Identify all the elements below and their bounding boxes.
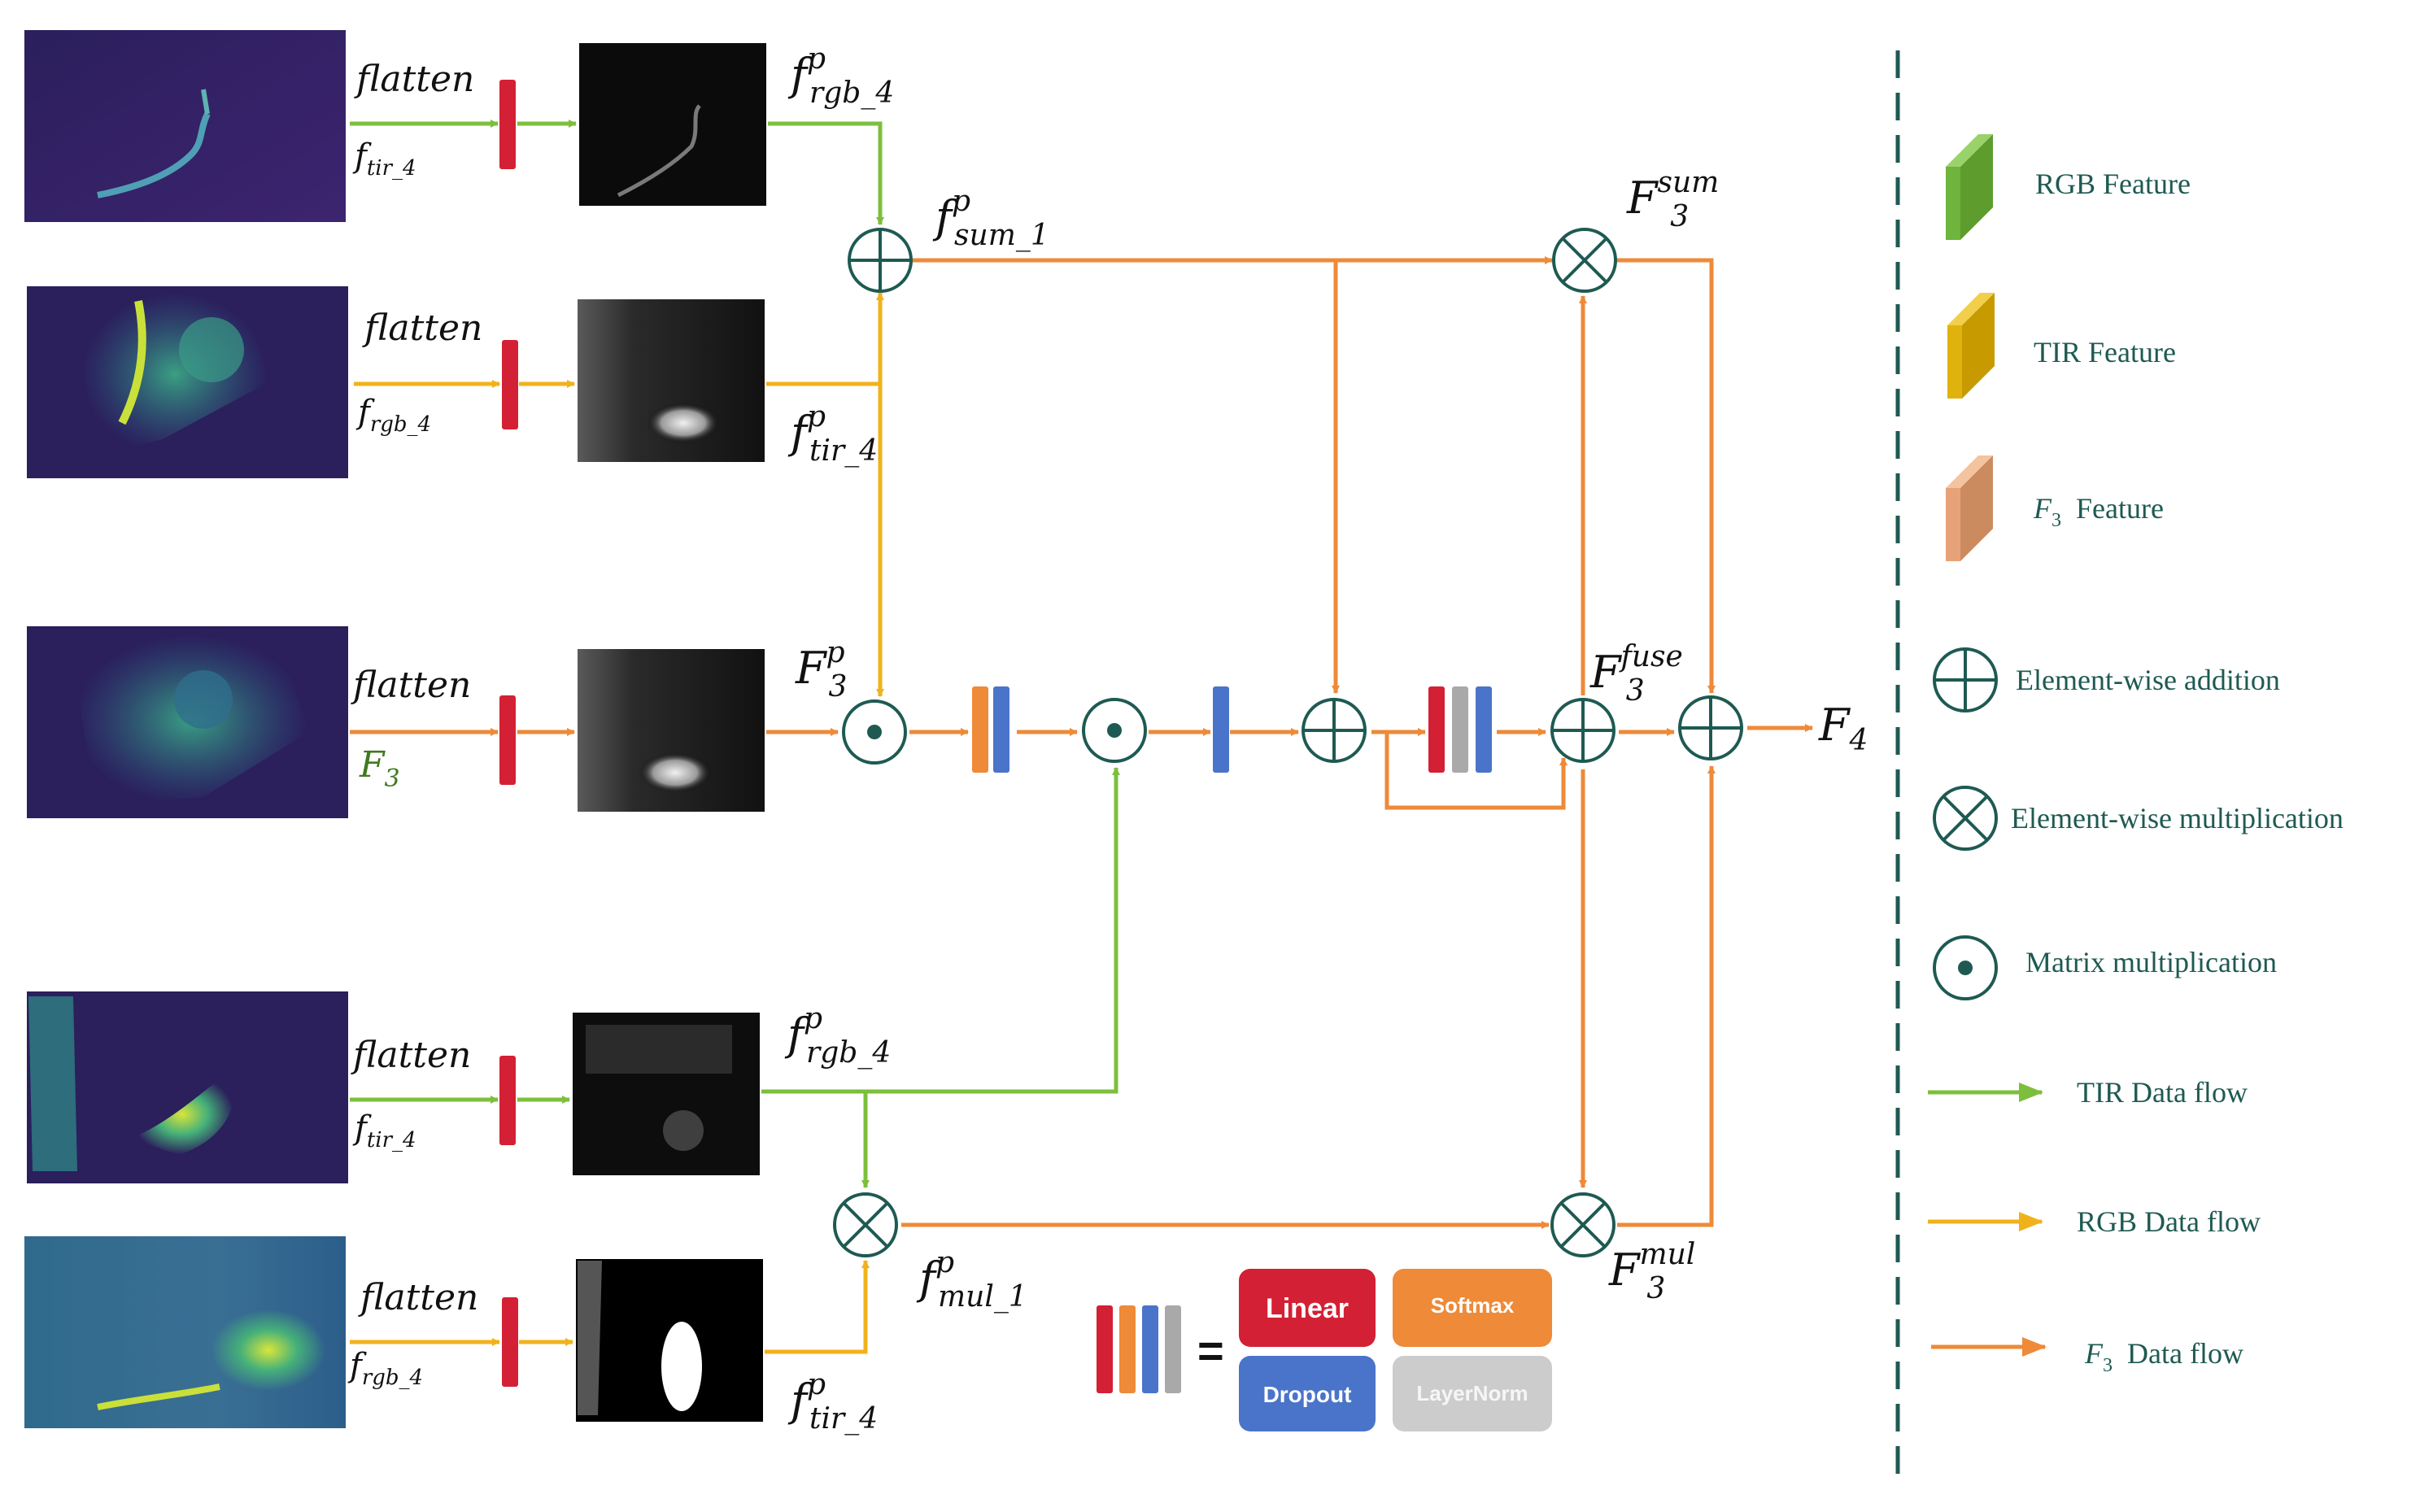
svg-text:Linear: Linear (1266, 1293, 1349, 1324)
row4-input-label: ftir_4 (352, 1109, 416, 1153)
legend-add: Element-wise addition (2016, 664, 2280, 696)
linear-bar-2 (502, 340, 518, 429)
matmul-dot-2 (1107, 723, 1122, 738)
processed-map-4 (573, 1013, 760, 1175)
add-node-fuse (1550, 698, 1616, 763)
flow-f3sum-to-final (1617, 258, 1716, 694)
key-linear-box: Linear (1239, 1269, 1376, 1347)
legend-mul: Element-wise multiplication (2011, 802, 2344, 834)
block-key-equals: = (1197, 1325, 1224, 1376)
block-linear-layernorm-dropout (1428, 686, 1492, 773)
legend-tir-feature: TIR Feature (2034, 336, 2176, 368)
f3-feature-swatch (1946, 455, 1993, 561)
legend-add-icon (1933, 647, 1998, 712)
legend-matmul-icon (1933, 935, 1998, 1000)
legend-tir-flow: TIR Data flow (2077, 1076, 2248, 1109)
block-dropout (1213, 686, 1229, 773)
rgb-feature-swatch (1946, 134, 1993, 240)
mul-node-f3mul (1550, 1192, 1616, 1257)
flow-f3mul-to-final (1617, 765, 1716, 1227)
legend-rgb-feature: RGB Feature (2035, 168, 2191, 200)
row5-input-label: frgb_4 (347, 1347, 423, 1390)
flow-tir4b-to-mul1 (765, 1260, 870, 1354)
flow-add1-skip (1384, 732, 1568, 810)
add-node-final (1678, 695, 1743, 760)
row1-input-label: ftir_4 (352, 137, 416, 181)
add-node-sum1 (848, 228, 913, 293)
linear-bar-5 (502, 1297, 518, 1387)
row1-flatten-label: flatten (354, 59, 474, 100)
mul-node-1 (833, 1192, 898, 1257)
row3-flatten-label: flatten (351, 664, 471, 706)
svg-text:Softmax: Softmax (1431, 1293, 1515, 1318)
key-dropout-box: Dropout (1239, 1356, 1376, 1431)
f4-output-label: F4 (1818, 699, 1868, 757)
legend-mul-icon (1933, 786, 1998, 851)
processed-map-5 (576, 1259, 763, 1422)
row2-input-label: frgb_4 (355, 394, 431, 437)
svg-text:Dropout: Dropout (1263, 1382, 1352, 1407)
processed-map-1 (579, 43, 766, 206)
processed-map-2 (578, 299, 765, 462)
row4-flatten-label: flatten (351, 1035, 471, 1076)
key-softmax-box: Softmax (1393, 1269, 1552, 1347)
legend-matmul: Matrix multiplication (2025, 946, 2277, 978)
row3-input-label: F3 (359, 744, 400, 793)
mul-node-f3sum (1552, 228, 1617, 293)
svg-text:LayerNorm: LayerNorm (1416, 1381, 1528, 1405)
flow-rgb4b-to-matmul2 (761, 767, 1120, 1094)
linear-bar-3 (499, 695, 516, 785)
row5-flatten-label: flatten (358, 1277, 478, 1318)
row2-flatten-label: flatten (362, 307, 482, 349)
tir-feature-swatch (1947, 293, 1995, 399)
processed-map-3 (578, 649, 765, 812)
input-heatmap-3 (27, 626, 348, 818)
input-heatmap-5 (24, 1236, 346, 1428)
key-layernorm-box: LayerNorm (1393, 1356, 1552, 1431)
block-softmax-dropout (972, 686, 1009, 773)
add-node-1 (1302, 698, 1367, 763)
matmul-dot-1 (867, 725, 882, 739)
input-heatmap-2 (27, 286, 348, 478)
input-heatmap-1 (24, 30, 346, 222)
linear-bar-4 (499, 1056, 516, 1145)
flow-rgb4-to-sum1 (768, 121, 884, 225)
linear-bar-1 (499, 80, 516, 169)
legend-rgb-flow: RGB Data flow (2077, 1205, 2261, 1238)
block-key-bars (1097, 1305, 1181, 1393)
input-heatmap-4 (27, 991, 348, 1183)
